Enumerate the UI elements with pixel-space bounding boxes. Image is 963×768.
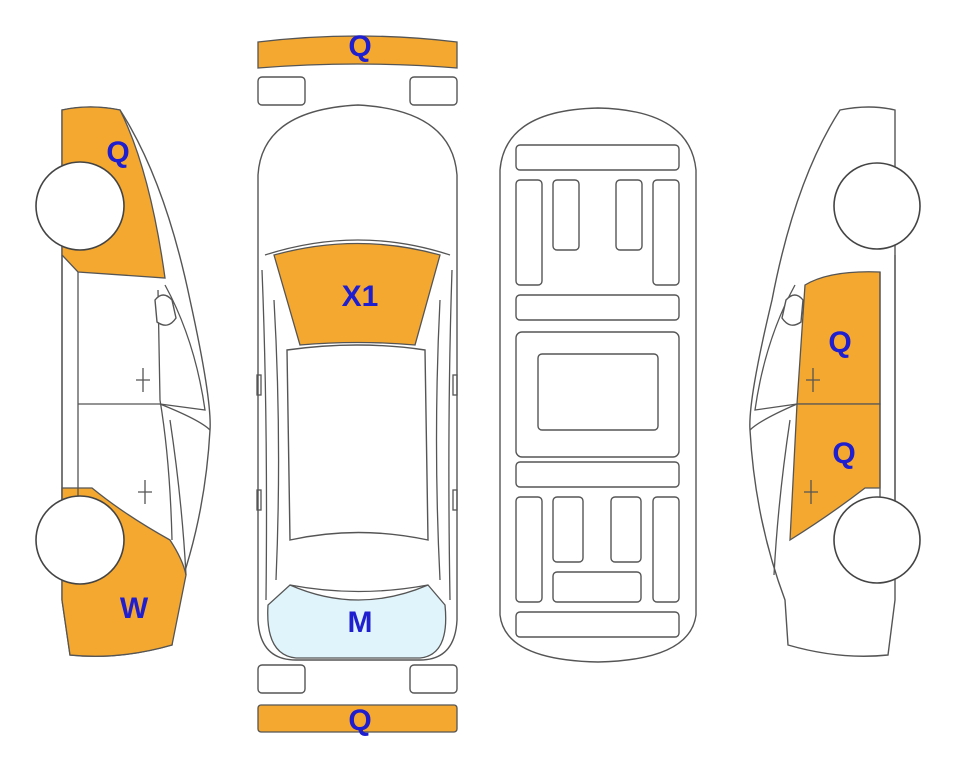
right-rear-door-panel[interactable]	[789, 403, 881, 542]
left-mirror	[154, 294, 177, 326]
right-front-door-label: Q	[828, 326, 851, 359]
left-rear-handle	[138, 480, 152, 504]
rear-window-panel[interactable]	[267, 584, 447, 659]
right-rear-pillar	[773, 419, 791, 576]
left-door-line	[273, 299, 280, 581]
right-rear-handle	[804, 480, 818, 504]
underbody-rear-mid-left	[552, 496, 584, 563]
underbody-cross-2	[515, 461, 680, 488]
underbody-rear-mid-right	[610, 496, 642, 563]
right-front-door-panel[interactable]	[796, 271, 881, 405]
car-top-view: Q X1 M Q	[256, 30, 458, 737]
right-handle-rear	[452, 489, 458, 511]
left-rear-quarter-label: W	[120, 592, 149, 625]
right-mirror	[781, 294, 804, 326]
right-door-line	[435, 299, 441, 581]
underbody-center-panel	[537, 353, 659, 431]
left-side-line	[261, 269, 268, 601]
underbody-cross-1	[515, 294, 680, 321]
left-pillar-front	[157, 289, 173, 541]
left-handle-front	[256, 374, 262, 396]
underbody-front-right	[652, 179, 680, 286]
rear-left-box	[257, 664, 306, 694]
front-right-mirror-box	[409, 76, 458, 106]
underbody-front-mid-left	[552, 179, 580, 251]
left-window-curve	[159, 284, 206, 411]
underbody-front-bar	[515, 144, 680, 171]
left-handle-rear	[256, 489, 262, 511]
rear-window-label: M	[348, 606, 373, 639]
car-left-side-view: Q W	[35, 106, 211, 657]
windshield-panel[interactable]	[273, 242, 441, 346]
hood-line	[264, 239, 451, 256]
right-window-curve-2	[749, 403, 798, 431]
right-front-wheel	[833, 162, 921, 250]
underbody-rear-center	[552, 571, 642, 603]
front-left-mirror-box	[257, 76, 306, 106]
car-underbody-view	[499, 107, 697, 663]
rear-bumper-panel[interactable]	[257, 704, 458, 733]
rear-bumper-label: Q	[348, 704, 371, 737]
front-bumper-label: Q	[348, 30, 371, 63]
roof-panel	[286, 344, 429, 541]
front-bumper-panel[interactable]	[257, 35, 458, 69]
left-front-fender-label: Q	[106, 136, 129, 169]
underbody-front-mid-right	[615, 179, 643, 251]
left-rear-wheel	[35, 495, 125, 585]
left-front-wheel	[35, 161, 125, 251]
underbody-rear-bar	[515, 611, 680, 638]
underbody-rear-right	[652, 496, 680, 603]
right-rear-door-label: Q	[832, 437, 855, 470]
trunk-line	[289, 584, 429, 593]
hood-windshield-label: X1	[342, 280, 379, 313]
left-front-handle	[136, 368, 150, 392]
left-window-curve-2	[159, 403, 211, 431]
rear-right-box	[409, 664, 458, 694]
underbody-front-left	[515, 179, 543, 286]
right-side-line	[448, 269, 453, 601]
underbody-rear-left	[515, 496, 543, 603]
right-handle-front	[452, 374, 458, 396]
right-front-handle	[806, 368, 820, 392]
left-rear-pillar	[169, 419, 187, 576]
right-rear-wheel	[833, 496, 921, 584]
car-right-side-view: Q Q	[749, 106, 921, 657]
